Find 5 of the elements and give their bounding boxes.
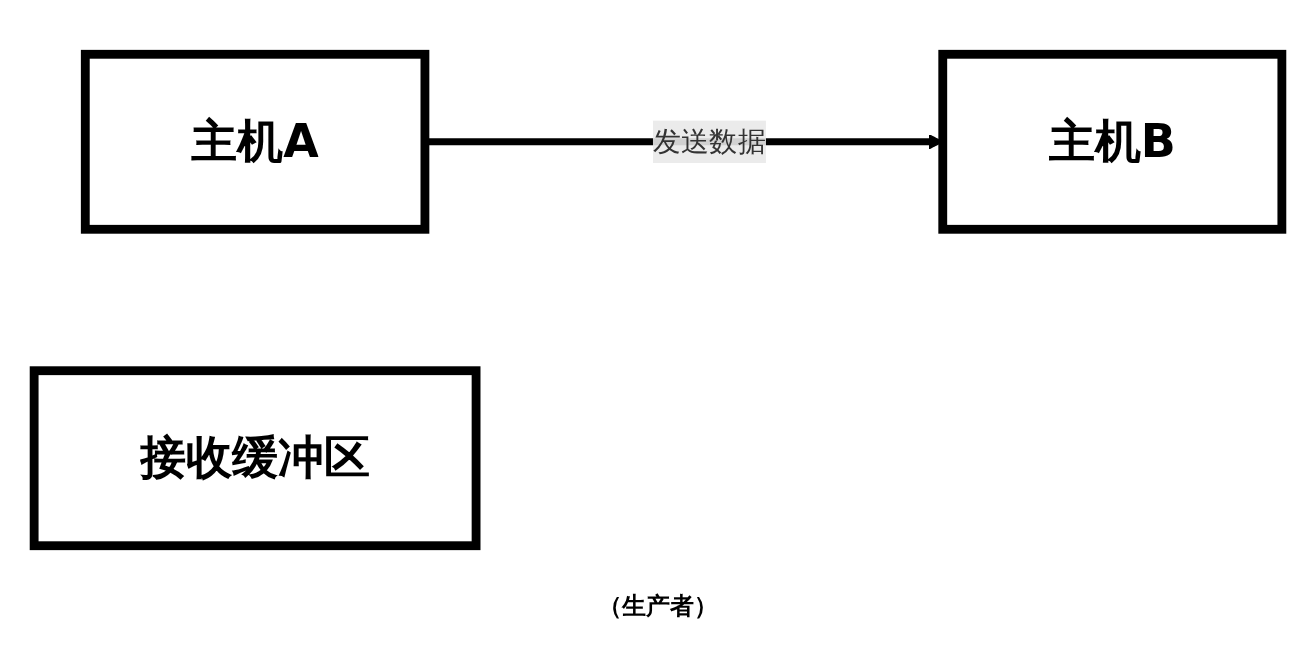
node-box: 接收缓冲区 (29, 366, 481, 551)
node-box: 主机A (80, 49, 430, 234)
node-box: 主机B (938, 49, 1287, 234)
edge-label: 发送数据 (652, 124, 766, 158)
note-text: （生产者） (598, 592, 718, 620)
